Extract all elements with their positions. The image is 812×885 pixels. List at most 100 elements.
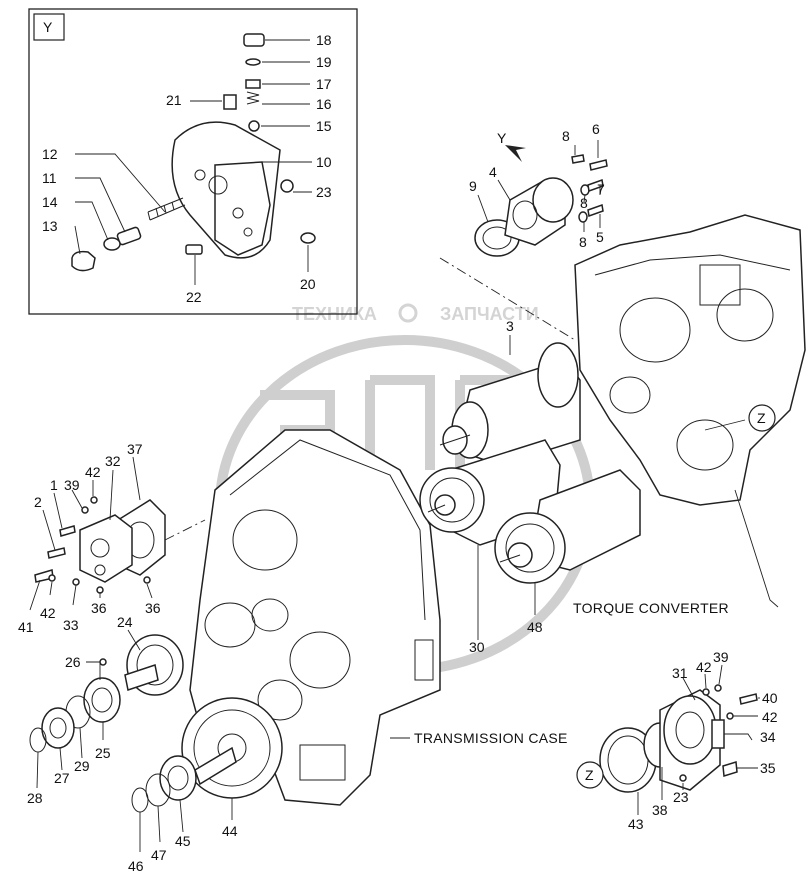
part-bearing-25 <box>83 677 121 723</box>
part-label: 30 <box>469 639 485 655</box>
cover-port <box>90 538 110 558</box>
part-label: 29 <box>74 758 90 774</box>
leader <box>127 629 141 651</box>
valve-body <box>214 161 271 256</box>
centerline <box>439 257 576 341</box>
part-label: 2 <box>34 494 42 510</box>
part-label: 1 <box>50 477 58 493</box>
part-36 <box>143 576 151 584</box>
bearing-25-inner <box>91 687 113 713</box>
torque-converter-caption: TORQUE CONVERTER <box>573 600 729 616</box>
part-23 <box>280 179 294 193</box>
inset-label: 15 <box>316 118 332 134</box>
gear-44-shaft <box>194 746 237 786</box>
case-rib <box>414 639 434 681</box>
gear-24-group <box>29 629 184 789</box>
part-oring-19 <box>245 58 261 66</box>
part-cover-32 <box>79 514 133 583</box>
part-label: 7 <box>597 181 605 197</box>
inset-y: Y 18 <box>28 8 358 315</box>
leader <box>718 664 723 685</box>
left-cover-assembly <box>29 456 206 611</box>
z-view-marker-circle <box>748 404 776 432</box>
part-33 <box>72 578 80 586</box>
inset-label: 22 <box>186 289 202 305</box>
leader <box>146 583 153 599</box>
part-label: 36 <box>145 600 161 616</box>
inset-label: 17 <box>316 76 332 92</box>
part-label: 38 <box>652 802 668 818</box>
gear-44-group <box>131 697 283 852</box>
part-label: 43 <box>628 816 644 832</box>
part-label: 23 <box>673 789 689 805</box>
leader <box>53 492 63 529</box>
part-spring-12 <box>147 197 186 221</box>
inset-label: 12 <box>42 146 58 162</box>
watermark-right-word: ЗАПЧАСТИ <box>440 304 539 324</box>
inset-frame <box>28 8 358 315</box>
part-bolt-1 <box>59 525 76 537</box>
part-23 <box>679 774 687 782</box>
leader <box>179 799 184 833</box>
inset-title: Y <box>43 19 53 35</box>
cover-31-face <box>663 695 717 765</box>
part-ball-15 <box>248 120 260 132</box>
part-label: 24 <box>117 614 133 630</box>
part-label: 5 <box>596 229 604 245</box>
clutch-pack-48 <box>494 469 641 615</box>
part-42 <box>90 496 98 504</box>
inset-label: 19 <box>316 54 332 70</box>
leader <box>59 747 63 771</box>
inset-label: 21 <box>166 92 182 108</box>
housing-outline <box>574 214 806 506</box>
inset-label: 23 <box>316 184 332 200</box>
z-view-marker-circle <box>576 761 604 789</box>
part-label: 4 <box>489 164 497 180</box>
clutch-pack-3 <box>439 335 581 466</box>
valve-bolt-hole <box>194 169 206 181</box>
part-bolt-6 <box>589 159 608 171</box>
leader <box>704 673 707 689</box>
part-block-34 <box>711 719 725 749</box>
clutch-gear <box>537 342 579 408</box>
part-label: 42 <box>40 605 56 621</box>
part-label: 35 <box>760 760 776 776</box>
part-washer-8 <box>571 154 585 164</box>
inset-label: 16 <box>316 96 332 112</box>
housing-bore <box>609 376 651 414</box>
gear-27-hub <box>49 717 67 739</box>
part-oring-14 <box>103 237 121 251</box>
leader <box>86 661 101 680</box>
gear-24-hub <box>136 644 174 686</box>
leader <box>704 419 746 431</box>
case-bore <box>289 631 351 689</box>
part-label: 48 <box>527 619 543 635</box>
housing-ridge <box>594 254 791 276</box>
housing-bore <box>676 419 734 471</box>
sleeve-assembly: Y <box>439 130 608 341</box>
part-bolt-35 <box>722 761 738 777</box>
part-42 <box>726 712 734 720</box>
leader <box>724 733 753 741</box>
part-label: 8 <box>580 195 588 211</box>
leader <box>734 489 779 608</box>
leader <box>75 153 166 213</box>
part-label: 32 <box>105 453 121 469</box>
gear-24-shaft <box>124 664 159 691</box>
inset-title-box <box>33 13 65 41</box>
part-sleeve-bore <box>512 200 538 230</box>
inset-label: 18 <box>316 32 332 48</box>
leader <box>75 201 109 241</box>
part-label: 41 <box>18 619 34 635</box>
case-bore <box>232 509 298 571</box>
part-label: 36 <box>91 600 107 616</box>
part-plug-13 <box>71 250 96 272</box>
inset-label: 10 <box>316 154 332 170</box>
cover-port <box>94 564 106 576</box>
inset-label: 14 <box>42 194 58 210</box>
part-label: 39 <box>64 477 80 493</box>
cover-31-bore <box>675 711 705 749</box>
part-label: 45 <box>175 833 191 849</box>
part-plug-18 <box>243 33 265 47</box>
